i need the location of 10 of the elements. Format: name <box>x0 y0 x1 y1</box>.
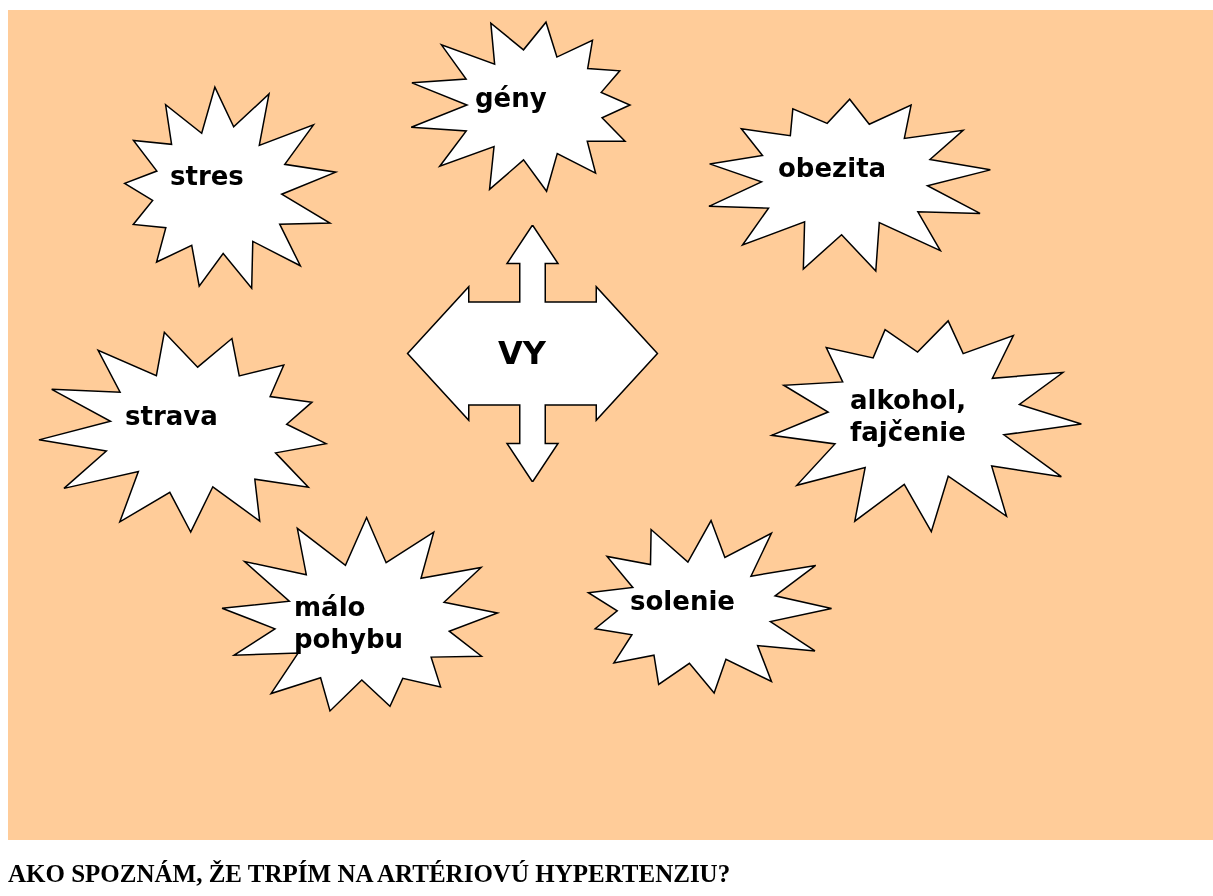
four-way-arrow-shape <box>405 225 660 482</box>
shape-label: gény <box>475 82 548 114</box>
shape-label: alkohol, fajčenie <box>850 384 968 448</box>
shape-label: obezita <box>778 152 888 184</box>
shape-label: stres <box>170 160 245 192</box>
shape-label: strava <box>125 400 219 432</box>
heading-text: AKO SPOZNÁM, ŽE TRPÍM NA ARTÉRIOVÚ HYPERTENZIU? <box>8 860 731 888</box>
shape-label: VY <box>498 337 547 369</box>
shape-label: málo pohybu <box>294 591 405 655</box>
shape-label: solenie <box>630 585 736 617</box>
